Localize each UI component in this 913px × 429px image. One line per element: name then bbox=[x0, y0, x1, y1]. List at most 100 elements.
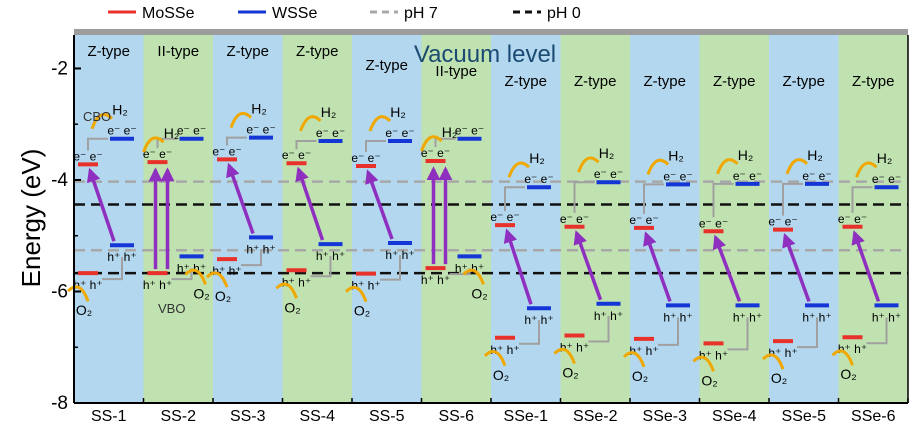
h2-swoosh bbox=[855, 161, 878, 178]
charge-transfer-arrow bbox=[573, 230, 603, 301]
hole-label: h⁺ h⁺ bbox=[455, 261, 484, 275]
o2-swoosh bbox=[205, 271, 229, 288]
hole-label: h⁺ h⁺ bbox=[733, 310, 762, 324]
vbo-note: VBO bbox=[158, 301, 185, 316]
electron-label: e⁻ e⁻ bbox=[594, 167, 623, 181]
hole-label: h⁺ h⁺ bbox=[107, 250, 136, 264]
cbo-bracket bbox=[504, 186, 525, 212]
electron-label: e⁻ e⁻ bbox=[421, 146, 450, 160]
o2-label: O₂ bbox=[76, 302, 92, 318]
cbo-bracket bbox=[226, 136, 247, 146]
h2-swoosh bbox=[577, 156, 600, 173]
category-label: SSe-3 bbox=[643, 408, 688, 425]
category-label: SS-6 bbox=[438, 408, 474, 425]
charge-transfer-arrow bbox=[365, 169, 394, 240]
alignment-type-label: II-type bbox=[435, 63, 477, 80]
category-label: SSe-2 bbox=[573, 408, 618, 425]
alignment-type-label: Z-type bbox=[713, 73, 756, 90]
o2-swoosh bbox=[184, 268, 207, 285]
o2-swoosh bbox=[831, 349, 854, 366]
o2-swoosh bbox=[761, 353, 785, 370]
hole-label: h⁺ h⁺ bbox=[282, 275, 311, 289]
y-tick-label: -8 bbox=[51, 393, 68, 414]
charge-transfer-arrow bbox=[851, 230, 881, 303]
h2-label: H₂ bbox=[668, 147, 684, 163]
alignment-type-label: Z-type bbox=[365, 57, 408, 74]
electron-label: e⁻ e⁻ bbox=[73, 149, 102, 163]
h2-label: H₂ bbox=[251, 101, 267, 117]
electron-label: e⁻ e⁻ bbox=[385, 126, 414, 140]
category-label: SS-5 bbox=[369, 408, 405, 425]
hole-label: h⁺ h⁺ bbox=[490, 343, 519, 357]
electron-label: e⁻ e⁻ bbox=[351, 151, 380, 165]
legend: MoSSe WSSe pH 7 pH 0 bbox=[108, 5, 581, 22]
alignment-type-label: Z-type bbox=[643, 73, 686, 90]
electron-label: e⁻ e⁻ bbox=[282, 148, 311, 162]
h2-label: H₂ bbox=[877, 150, 893, 166]
o2-swoosh bbox=[344, 285, 368, 303]
cbo-bracket bbox=[87, 137, 108, 151]
vbo-bracket bbox=[310, 256, 332, 278]
category-label: SS-2 bbox=[160, 408, 196, 425]
hole-label: h⁺ h⁺ bbox=[246, 242, 275, 256]
charge-transfer-arrow bbox=[712, 234, 742, 303]
vbo-bracket bbox=[380, 254, 401, 281]
electron-label: e⁻ e⁻ bbox=[316, 126, 345, 140]
o2-swoosh bbox=[692, 355, 715, 372]
y-tick-label: -2 bbox=[51, 58, 68, 79]
electron-label: e⁻ e⁻ bbox=[699, 216, 728, 230]
electron-label: e⁻ e⁻ bbox=[524, 172, 553, 186]
legend-label: pH 0 bbox=[547, 5, 581, 22]
h2-swoosh bbox=[90, 113, 114, 130]
o2-label: O₂ bbox=[562, 365, 578, 381]
h2-swoosh bbox=[716, 158, 739, 175]
legend-label: WSSe bbox=[272, 5, 317, 22]
y-axis-label: Energy (eV) bbox=[16, 149, 46, 288]
vbo-bracket bbox=[241, 249, 262, 267]
charge-transfer-arrow bbox=[503, 228, 533, 305]
o2-label: O₂ bbox=[471, 285, 487, 301]
o2-label: O₂ bbox=[493, 367, 509, 383]
vbo-bracket bbox=[519, 320, 540, 345]
legend-label: pH 7 bbox=[404, 5, 438, 22]
hole-label: h⁺ h⁺ bbox=[177, 261, 206, 275]
electron-label: e⁻ e⁻ bbox=[212, 144, 241, 158]
o2-label: O₂ bbox=[771, 370, 787, 386]
category-label: SSe-4 bbox=[712, 408, 757, 425]
electron-label: e⁻ e⁻ bbox=[663, 169, 692, 183]
vbo-bracket bbox=[727, 317, 749, 351]
y-tick-label: -4 bbox=[51, 170, 68, 191]
hole-label: h⁺ h⁺ bbox=[699, 348, 728, 362]
legend-label: MoSSe bbox=[142, 5, 195, 22]
electron-label: e⁻ e⁻ bbox=[872, 172, 901, 186]
background-band bbox=[838, 35, 908, 403]
alignment-type-label: Z-type bbox=[296, 43, 339, 60]
h2-swoosh bbox=[299, 115, 322, 132]
category-label: SS-1 bbox=[91, 408, 127, 425]
hole-label: h⁺ h⁺ bbox=[838, 342, 867, 356]
hole-label: h⁺ h⁺ bbox=[143, 278, 172, 292]
cbo-bracket bbox=[295, 139, 317, 150]
charge-transfer-arrow bbox=[295, 166, 325, 241]
vbo-bracket bbox=[658, 317, 679, 346]
background-band bbox=[630, 35, 700, 403]
cbo-bracket bbox=[712, 182, 734, 218]
hole-label: h⁺ h⁺ bbox=[524, 313, 553, 327]
alignment-type-label: Z-type bbox=[504, 73, 547, 90]
electron-label: e⁻ e⁻ bbox=[107, 124, 136, 138]
hole-label: h⁺ h⁺ bbox=[629, 344, 658, 358]
h2-swoosh bbox=[368, 115, 392, 132]
hole-label: h⁺ h⁺ bbox=[872, 310, 901, 324]
alignment-type-label: Z-type bbox=[226, 43, 269, 60]
hole-label: h⁺ h⁺ bbox=[802, 310, 831, 324]
o2-label: O₂ bbox=[354, 303, 370, 319]
hole-label: h⁺ h⁺ bbox=[594, 309, 623, 323]
hole-label: h⁺ h⁺ bbox=[421, 273, 450, 287]
h2-label: H₂ bbox=[599, 145, 615, 161]
category-label: SSe-5 bbox=[782, 408, 827, 425]
hole-label: h⁺ h⁺ bbox=[560, 341, 589, 355]
h2-label: H₂ bbox=[529, 150, 545, 166]
